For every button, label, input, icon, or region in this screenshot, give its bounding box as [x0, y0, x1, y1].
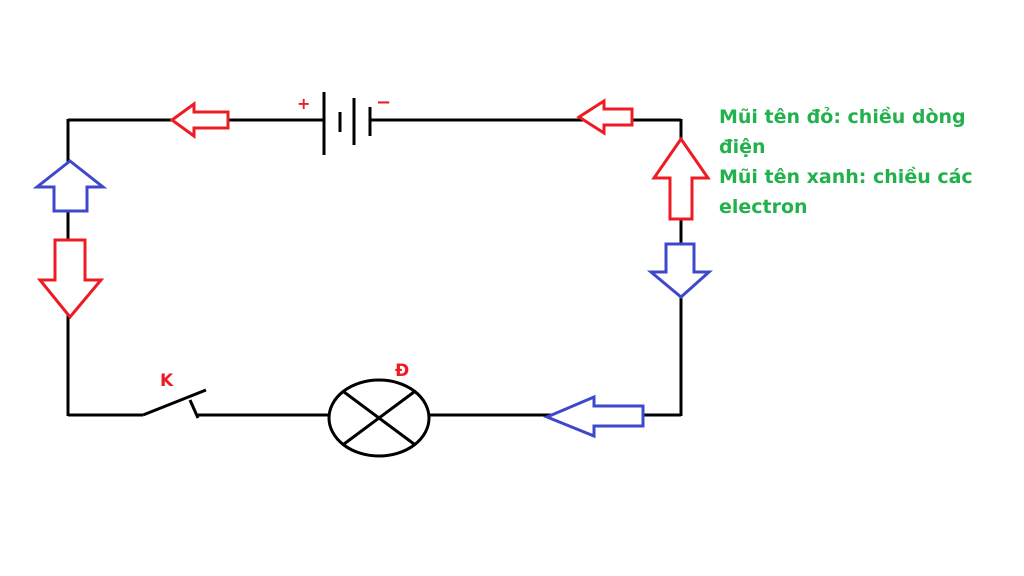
current-arrow-top-left [169, 101, 230, 139]
switch-label: K [160, 371, 174, 391]
legend-electron: Mũi tên xanh: chiều các electron [719, 166, 973, 218]
electron-arrow-left-up [32, 159, 108, 213]
lamp-symbol [327, 378, 431, 458]
current-arrow-left-down [36, 238, 105, 320]
legend: Mũi tên đỏ: chiều dòng điện Mũi tên xanh… [719, 102, 1009, 222]
battery-symbol [322, 92, 372, 155]
current-arrow-top-right [576, 98, 634, 136]
battery-plus-label: + [297, 94, 310, 113]
electron-arrow-right-down [646, 242, 713, 299]
legend-current: Mũi tên đỏ: chiều dòng điện [719, 106, 966, 158]
battery-minus-label: − [376, 92, 391, 113]
switch-symbol [142, 388, 207, 419]
current-arrow-right-up [651, 136, 711, 221]
current-arrows [36, 98, 711, 320]
lamp-label: Đ [395, 361, 409, 381]
electron-arrow-bottom-right [543, 394, 645, 439]
electron-arrows [32, 159, 713, 439]
